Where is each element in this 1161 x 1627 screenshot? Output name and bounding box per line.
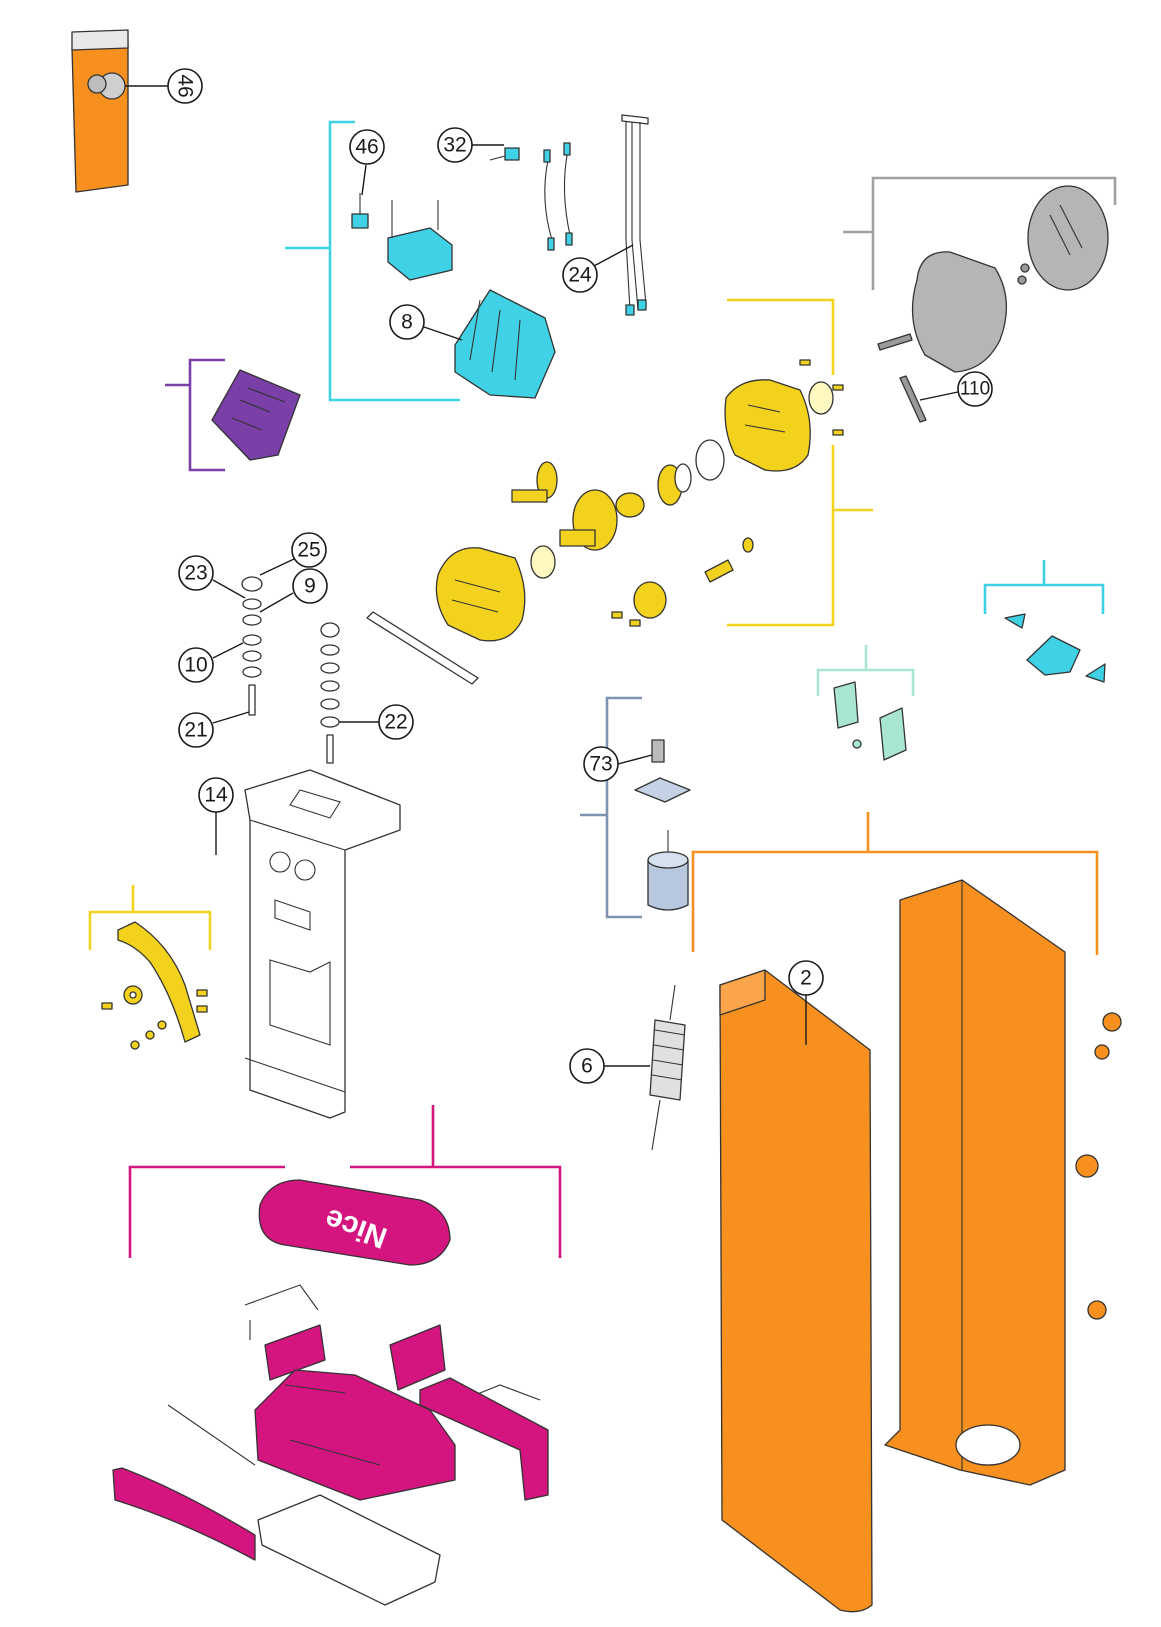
svg-text:2: 2: [800, 967, 812, 990]
housing-body: [884, 879, 1122, 1486]
callout-46-thumbnail: 46: [167, 68, 203, 104]
base-cover: [254, 1369, 549, 1501]
cable-cover: [454, 289, 556, 399]
spring-stack-left: [241, 576, 263, 716]
svg-text:14: 14: [204, 784, 228, 807]
callout-22: 22: [378, 704, 414, 740]
cyan-bracket-small: [983, 560, 1105, 614]
gearbox-housing-rear: [695, 379, 834, 481]
assembled-barrier-thumbnail: [71, 29, 129, 193]
fuse-holder: [489, 147, 520, 161]
callout-25: 25: [291, 532, 327, 568]
callout-46: 46: [349, 129, 385, 165]
balance-spring: [649, 984, 686, 1151]
svg-text:10: 10: [184, 654, 207, 677]
svg-text:46: 46: [355, 136, 378, 159]
svg-text:25: 25: [297, 539, 320, 562]
svg-text:6: 6: [581, 1055, 593, 1078]
callout-21: 21: [178, 712, 214, 748]
transformer: [351, 193, 453, 281]
svg-text:8: 8: [401, 311, 413, 334]
top-cover: Nice: [258, 1179, 451, 1266]
svg-text:110: 110: [960, 379, 990, 400]
svg-text:73: 73: [589, 753, 612, 776]
spring-stack-right: [320, 622, 340, 764]
gearbox-shafts: [511, 461, 692, 551]
group-brackets: [88, 120, 1117, 1258]
purple-bracket: [165, 358, 225, 472]
yellow-bracket-gearbox: [727, 298, 873, 627]
gearbox-housing-front: [435, 545, 556, 642]
callout-110: 110: [957, 371, 993, 407]
front-trim: [112, 1467, 256, 1561]
drum-covers: [911, 185, 1109, 373]
yellow-bracket-small: [88, 885, 212, 950]
callout-14: 14: [198, 777, 234, 813]
callouts: 46 46 32 24 8 110: [125, 68, 993, 1084]
callout-73: 73: [583, 746, 619, 782]
svg-text:32: 32: [443, 134, 466, 157]
wiring-harness: [621, 114, 649, 316]
control-board: [211, 369, 301, 461]
svg-text:23: 23: [184, 562, 207, 585]
receiver-boards: [833, 681, 907, 761]
side-panels: [244, 1284, 541, 1420]
magenta-bracket: [128, 1105, 562, 1258]
svg-text:46: 46: [174, 74, 197, 97]
gray-bracket: [843, 176, 1117, 290]
callout-32: 32: [437, 127, 473, 163]
mounting-frame: [244, 769, 401, 1119]
svg-text:24: 24: [568, 264, 592, 287]
svg-text:21: 21: [184, 719, 207, 742]
motor: [634, 739, 691, 911]
gear-pinion: [611, 537, 754, 627]
callout-9: 9: [292, 568, 328, 604]
callout-23: 23: [178, 555, 214, 591]
orange-bracket: [691, 812, 1099, 955]
long-shaft: [366, 611, 479, 685]
cyan-bracket: [285, 120, 460, 402]
base-gasket-frame: [257, 1494, 441, 1606]
callout-2: 2: [788, 960, 824, 996]
mint-bracket: [816, 645, 915, 696]
slate-bracket: [580, 696, 642, 919]
cable-tie: [167, 1404, 256, 1466]
callout-8: 8: [389, 304, 425, 340]
cable-jumpers: [543, 142, 573, 251]
callout-24: 24: [562, 257, 598, 293]
drum-pins: [877, 333, 927, 423]
callout-10: 10: [178, 647, 214, 683]
svg-text:22: 22: [384, 711, 407, 734]
housing-door: [719, 969, 873, 1613]
limit-arm: [101, 921, 208, 1050]
flashing-light-parts: [1004, 613, 1106, 683]
gearbox-screws: [799, 359, 844, 436]
callout-6: 6: [569, 1048, 605, 1084]
svg-text:9: 9: [304, 575, 316, 598]
